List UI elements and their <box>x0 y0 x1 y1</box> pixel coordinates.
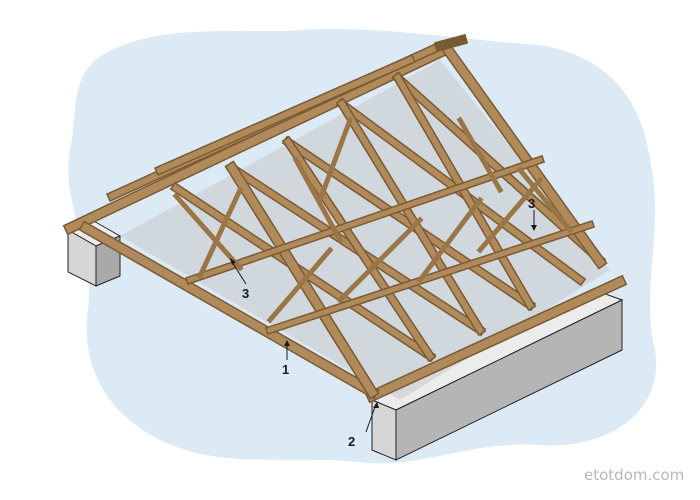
roof-underside-shadow <box>120 60 610 400</box>
truss-structure <box>62 33 628 404</box>
bottom-chords <box>184 154 596 336</box>
callout-label-2: 2 <box>348 434 355 449</box>
callout-leaders <box>230 210 537 433</box>
callout-label-1: 1 <box>282 362 289 377</box>
callout-label-3-left: 3 <box>242 286 249 301</box>
struts <box>172 116 574 324</box>
callout-label-3-right: 3 <box>528 196 535 211</box>
ridge-beam <box>433 33 469 53</box>
watermark: etotdom.com <box>584 466 684 484</box>
